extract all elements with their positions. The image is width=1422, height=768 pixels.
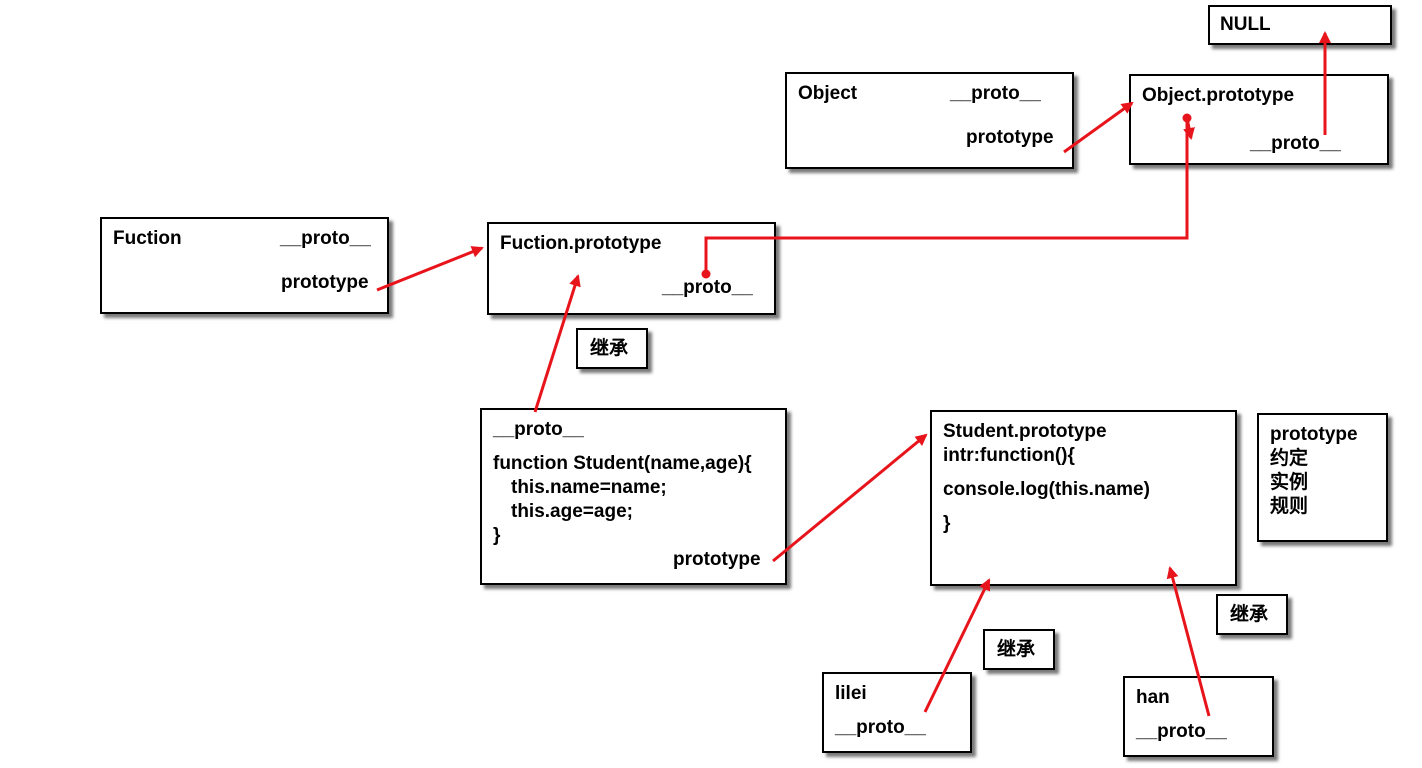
null-label: NULL xyxy=(1220,14,1271,35)
note-box xyxy=(1257,413,1388,542)
inherit-label-box xyxy=(983,629,1055,670)
student-prototype-box xyxy=(930,410,1237,586)
note-line3: 实例 xyxy=(1270,472,1309,493)
function-box xyxy=(100,217,389,314)
inherit-label: 继承 xyxy=(1230,604,1269,625)
student-proto-label: __proto__ xyxy=(493,419,584,440)
student-prototype-label: prototype xyxy=(673,549,761,570)
function-prototype-label: prototype xyxy=(281,272,369,293)
function-prototype-proto-label: __proto__ xyxy=(662,277,753,298)
arrow-student-proto-to-function-prototype xyxy=(533,274,581,413)
han-box xyxy=(1123,676,1274,757)
function-proto-label: __proto__ xyxy=(280,228,371,249)
object-prototype-name: Object.prototype xyxy=(1142,85,1295,106)
student-code-line1: function Student(name,age){ xyxy=(493,453,752,474)
lilei-proto-label: __proto__ xyxy=(835,717,926,738)
connector-dot xyxy=(701,269,711,279)
student-prototype-line3: } xyxy=(943,513,951,534)
arrow-object-prototype-to-object-prototype-box xyxy=(1063,101,1134,154)
connector-dot xyxy=(1182,113,1192,123)
inherit-label-box xyxy=(1216,594,1288,635)
note-line2: 约定 xyxy=(1270,448,1309,469)
student-prototype-line1: intr:function(){ xyxy=(943,445,1075,466)
note-line1: prototype xyxy=(1270,424,1358,445)
student-code-line2: this.name=name; xyxy=(511,477,667,498)
function-name: Fuction xyxy=(113,228,182,249)
han-proto-label: __proto__ xyxy=(1136,721,1227,742)
object-name: Object xyxy=(798,83,858,104)
inherit-label: 继承 xyxy=(590,338,629,359)
student-code-line4: } xyxy=(493,525,501,546)
note-line4: 规则 xyxy=(1270,496,1309,517)
null-box xyxy=(1208,5,1392,45)
arrow-function-prototype-proto-to-object-prototype xyxy=(704,117,1195,274)
object-proto-label: __proto__ xyxy=(950,83,1041,104)
inherit-label: 继承 xyxy=(997,639,1036,660)
student-prototype-line2: console.log(this.name) xyxy=(943,479,1150,500)
arrow-student-prototype-to-student-prototype-box xyxy=(772,433,928,563)
lilei-name: lilei xyxy=(835,683,867,704)
han-name: han xyxy=(1136,687,1170,708)
student-box xyxy=(480,408,787,585)
object-prototype-box xyxy=(1129,74,1389,165)
arrow-lilei-proto-to-student-prototype xyxy=(923,578,991,713)
lilei-box xyxy=(822,672,972,753)
student-code-line3: this.age=age; xyxy=(511,501,633,522)
inherit-label-box xyxy=(576,328,648,369)
object-prototype-proto-label: __proto__ xyxy=(1250,133,1341,154)
object-prototype-label: prototype xyxy=(966,127,1054,148)
function-prototype-name: Fuction.prototype xyxy=(500,233,662,254)
object-box xyxy=(785,72,1074,169)
student-prototype-name: Student.prototype xyxy=(943,421,1107,442)
arrow-function-prototype-to-function-prototype-box xyxy=(376,246,484,292)
arrow-han-proto-to-student-prototype xyxy=(1166,566,1211,717)
